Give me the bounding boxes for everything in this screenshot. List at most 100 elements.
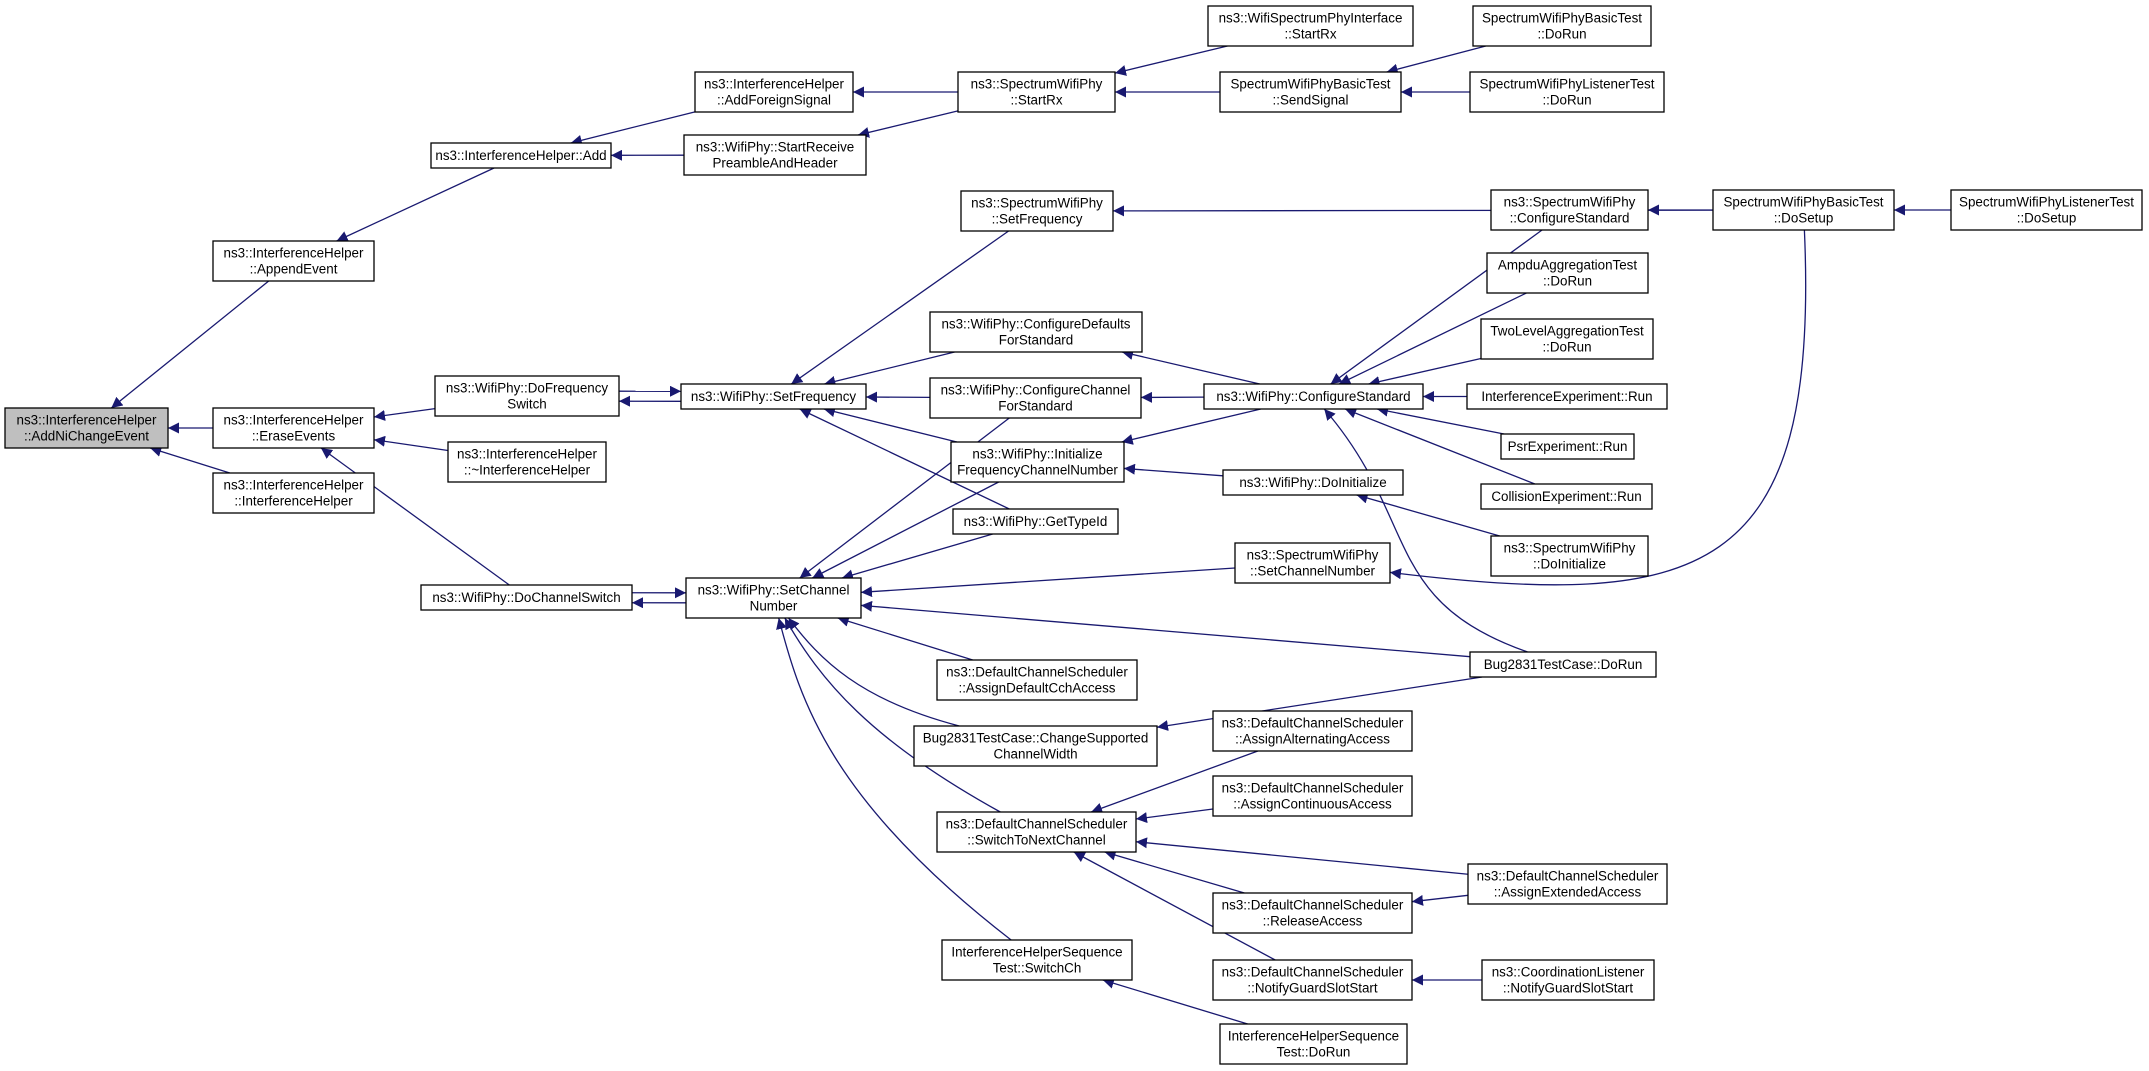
node-interfExp[interactable]: InterferenceExperiment::Run	[1466, 383, 1668, 410]
edge-doFreqSwitch-to-eraseEvents	[373, 407, 436, 421]
edge-twoLevel-to-cfgStandard	[1368, 357, 1482, 387]
node-assignCch[interactable]: ns3::DefaultChannelScheduler::AssignDefa…	[936, 659, 1138, 701]
node-label: ::DoInitialize	[1533, 557, 1606, 572]
node-box	[430, 142, 612, 169]
node-doInit[interactable]: ns3::WifiPhy::DoInitialize	[1222, 469, 1404, 496]
node-appendEvent[interactable]: ns3::InterferenceHelper::AppendEvent	[212, 240, 375, 282]
node-box	[957, 71, 1116, 113]
node-cfgDefaults[interactable]: ns3::WifiPhy::ConfigureDefaultsForStanda…	[929, 311, 1143, 353]
edge-basicDoRun-to-sendSignal	[1386, 45, 1486, 75]
node-label: ns3::CoordinationListener	[1492, 965, 1645, 980]
node-setFreq[interactable]: ns3::WifiPhy::SetFrequency	[680, 383, 867, 410]
edge-swpStartRx-to-startRecv	[857, 110, 959, 138]
node-label: AmpduAggregationTest	[1498, 258, 1637, 273]
node-box	[1203, 383, 1424, 410]
node-label: ns3::SpectrumWifiPhy	[971, 77, 1103, 92]
node-label: TwoLevelAggregationTest	[1490, 324, 1644, 339]
node-wspiStartRx[interactable]: ns3::WifiSpectrumPhyInterface::StartRx	[1207, 5, 1414, 47]
node-label: ns3::InterferenceHelper	[704, 77, 844, 92]
node-label: ::SetFrequency	[992, 212, 1083, 227]
node-collExp[interactable]: CollisionExperiment::Run	[1480, 483, 1653, 510]
node-doChanSwitch[interactable]: ns3::WifiPhy::DoChannelSwitch	[420, 584, 633, 611]
node-bugChange[interactable]: Bug2831TestCase::ChangeSupportedChannelW…	[913, 725, 1158, 767]
node-cfgStandard[interactable]: ns3::WifiPhy::ConfigureStandard	[1203, 383, 1424, 410]
node-swpSetFreq[interactable]: ns3::SpectrumWifiPhy::SetFrequency	[960, 190, 1114, 232]
node-basicDoSetup[interactable]: SpectrumWifiPhyBasicTest::DoSetup	[1712, 189, 1895, 231]
node-label: ::EraseEvents	[252, 429, 336, 444]
node-assignAlt[interactable]: ns3::DefaultChannelScheduler::AssignAlte…	[1212, 710, 1413, 752]
node-label: ForStandard	[998, 399, 1072, 414]
node-box	[1480, 318, 1654, 360]
node-box	[1712, 189, 1895, 231]
node-label: ns3::InterferenceHelper	[224, 413, 364, 428]
node-basicDoRun[interactable]: SpectrumWifiPhyBasicTest::DoRun	[1472, 5, 1652, 47]
node-box	[952, 508, 1119, 535]
node-initFreq[interactable]: ns3::WifiPhy::InitializeFrequencyChannel…	[950, 441, 1125, 483]
node-root[interactable]: ns3::InterferenceHelper::AddNiChangeEven…	[4, 407, 169, 449]
node-ihAdd[interactable]: ns3::InterferenceHelper::Add	[430, 142, 612, 169]
node-release[interactable]: ns3::DefaultChannelScheduler::ReleaseAcc…	[1212, 892, 1413, 934]
node-notifyGuard[interactable]: ns3::DefaultChannelScheduler::NotifyGuar…	[1212, 959, 1413, 1001]
node-setChanNum[interactable]: ns3::WifiPhy::SetChannelNumber	[685, 577, 862, 619]
node-switchNext[interactable]: ns3::DefaultChannelScheduler::SwitchToNe…	[936, 811, 1137, 853]
edge-getTypeId-to-setChanNum	[841, 533, 993, 581]
node-coordNotify[interactable]: ns3::CoordinationListener::NotifyGuardSl…	[1481, 959, 1655, 1001]
node-swpStartRx[interactable]: ns3::SpectrumWifiPhy::StartRx	[957, 71, 1116, 113]
node-box	[212, 407, 375, 449]
node-box	[212, 472, 375, 514]
node-box	[1212, 775, 1413, 817]
node-box	[420, 584, 633, 611]
edge-assignCont-to-switchNext	[1135, 808, 1214, 824]
node-label: ns3::InterferenceHelper	[457, 447, 597, 462]
node-cfgChannel[interactable]: ns3::WifiPhy::ConfigureChannelForStandar…	[929, 377, 1142, 419]
node-box	[1500, 433, 1635, 460]
node-box	[680, 383, 867, 410]
node-label: ns3::WifiPhy::StartReceive	[696, 140, 855, 155]
node-label: ::NotifyGuardSlotStart	[1503, 981, 1634, 996]
edge-ihsSwitch-to-setChanNum	[776, 617, 1012, 941]
node-twoLevel[interactable]: TwoLevelAggregationTest::DoRun	[1480, 318, 1654, 360]
node-label: ns3::WifiPhy::SetChannel	[698, 583, 850, 598]
node-ctorIH[interactable]: ns3::InterferenceHelper::InterferenceHel…	[212, 472, 375, 514]
edge-addForeign-to-ihAdd	[570, 111, 696, 146]
node-swpCfgStd[interactable]: ns3::SpectrumWifiPhy::ConfigureStandard	[1490, 189, 1649, 231]
node-label: ::AssignDefaultCchAccess	[958, 681, 1115, 696]
node-startRecv[interactable]: ns3::WifiPhy::StartReceivePreambleAndHea…	[683, 134, 867, 176]
node-dtorIH[interactable]: ns3::InterferenceHelper::~InterferenceHe…	[447, 441, 607, 483]
node-box	[212, 240, 375, 282]
edge-ctorIH-to-root	[149, 446, 231, 474]
node-label: Bug2831TestCase::ChangeSupported	[923, 731, 1149, 746]
node-label: ns3::DefaultChannelScheduler	[1222, 965, 1404, 980]
node-label: ::SendSignal	[1273, 93, 1349, 108]
node-box	[694, 71, 854, 113]
node-box	[1212, 892, 1413, 934]
node-swpDoInit[interactable]: ns3::SpectrumWifiPhy::DoInitialize	[1490, 535, 1649, 577]
node-addForeign[interactable]: ns3::InterferenceHelper::AddForeignSigna…	[694, 71, 854, 113]
node-listenerDoRun[interactable]: SpectrumWifiPhyListenerTest::DoRun	[1469, 71, 1665, 113]
node-label: ns3::InterferenceHelper::Add	[435, 148, 606, 163]
node-psrExp[interactable]: PsrExperiment::Run	[1500, 433, 1635, 460]
node-label: ::ReleaseAccess	[1263, 914, 1363, 929]
node-sendSignal[interactable]: SpectrumWifiPhyBasicTest::SendSignal	[1219, 71, 1402, 113]
edge-bugChange-to-setChanNum	[787, 617, 960, 727]
node-ampdu[interactable]: AmpduAggregationTest::DoRun	[1486, 252, 1649, 294]
node-label: FrequencyChannelNumber	[957, 463, 1118, 478]
node-eraseEvents[interactable]: ns3::InterferenceHelper::EraseEvents	[212, 407, 375, 449]
node-listenerDoSetup[interactable]: SpectrumWifiPhyListenerTest::DoSetup	[1950, 189, 2143, 231]
edge-assignExt-to-release	[1411, 894, 1469, 906]
node-assignExt[interactable]: ns3::DefaultChannelScheduler::AssignExte…	[1467, 863, 1668, 905]
node-label: SpectrumWifiPhyBasicTest	[1482, 11, 1642, 26]
node-box	[929, 311, 1143, 353]
node-getTypeId[interactable]: ns3::WifiPhy::GetTypeId	[952, 508, 1119, 535]
edge-bugDoRun-to-bugChange	[1156, 676, 1483, 731]
node-swpSetChan[interactable]: ns3::SpectrumWifiPhy::SetChannelNumber	[1234, 542, 1391, 584]
node-label: ::AppendEvent	[250, 262, 338, 277]
node-box	[1469, 651, 1657, 678]
node-label: ::AddNiChangeEvent	[24, 429, 149, 444]
node-bugDoRun[interactable]: Bug2831TestCase::DoRun	[1469, 651, 1657, 678]
edge-bugDoRun-to-cfgStandard	[1323, 408, 1528, 653]
node-assignCont[interactable]: ns3::DefaultChannelScheduler::AssignCont…	[1212, 775, 1413, 817]
